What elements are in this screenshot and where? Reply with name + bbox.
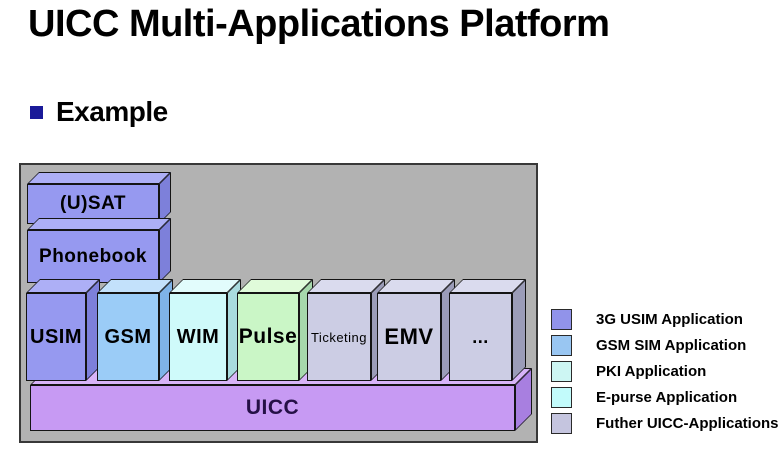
box-front-face: Phonebook	[27, 230, 159, 283]
box-top-face	[27, 172, 171, 184]
legend-swatch	[551, 413, 572, 434]
box-front-face: UICC	[30, 385, 515, 431]
section-title: Example	[56, 96, 168, 127]
legend-label: GSM SIM Application	[596, 337, 747, 354]
box-front-face: GSM	[97, 293, 159, 381]
box-uicc-base: UICC	[30, 368, 532, 431]
bullet-square-icon	[30, 105, 43, 119]
box-front-face: EMV	[377, 293, 441, 381]
box-front-face: ...	[449, 293, 512, 381]
legend-item: PKI Application	[551, 361, 779, 382]
box-label: WIM	[176, 325, 220, 348]
box-front-face: Ticketing	[307, 293, 371, 381]
legend-label: 3G USIM Application	[596, 311, 743, 328]
box-front-face: (U)SAT	[27, 184, 159, 224]
legend-label: Futher UICC-Applications	[596, 415, 779, 432]
box-front-face: USIM	[26, 293, 86, 381]
box-ellipsis: ...	[449, 279, 526, 381]
legend-item: 3G USIM Application	[551, 309, 779, 330]
box-usat: (U)SAT	[27, 172, 171, 224]
legend-label: PKI Application	[596, 363, 707, 380]
box-phonebook: Phonebook	[27, 218, 171, 283]
legend-label: E-purse Application	[596, 389, 738, 406]
legend-item: E-purse Application	[551, 387, 779, 408]
box-top-face	[27, 218, 171, 230]
box-label: Ticketing	[310, 329, 368, 345]
box-front-face: Pulse	[237, 293, 299, 381]
box-label: Phonebook	[39, 245, 147, 267]
box-label: USIM	[30, 325, 82, 348]
page-title: UICC Multi-Applications Platform	[28, 3, 610, 45]
box-usim: USIM	[26, 279, 100, 381]
box-label: (U)SAT	[60, 193, 126, 214]
box-gsm: GSM	[97, 279, 173, 381]
box-wim: WIM	[169, 279, 241, 381]
legend-swatch	[551, 335, 572, 356]
box-label: EMV	[384, 324, 434, 349]
diagram-panel: (U)SAT Phonebook UICC USIM	[19, 163, 538, 443]
box-side-face	[512, 279, 526, 381]
box-label: UICC	[245, 396, 300, 419]
legend-item: GSM SIM Application	[551, 335, 779, 356]
legend-item: Futher UICC-Applications	[551, 413, 779, 434]
legend-swatch	[551, 309, 572, 330]
section-header: Example	[30, 96, 168, 128]
box-label: ...	[472, 326, 489, 347]
legend-swatch	[551, 361, 572, 382]
box-emv: EMV	[377, 279, 455, 381]
box-label: GSM	[104, 325, 152, 348]
box-pulse: Pulse	[237, 279, 313, 381]
legend: 3G USIM Application GSM SIM Application …	[551, 309, 779, 439]
box-side-face	[159, 218, 171, 283]
box-front-face: WIM	[169, 293, 227, 381]
box-label: Pulse	[238, 325, 298, 348]
legend-swatch	[551, 387, 572, 408]
box-ticketing: Ticketing	[307, 279, 385, 381]
